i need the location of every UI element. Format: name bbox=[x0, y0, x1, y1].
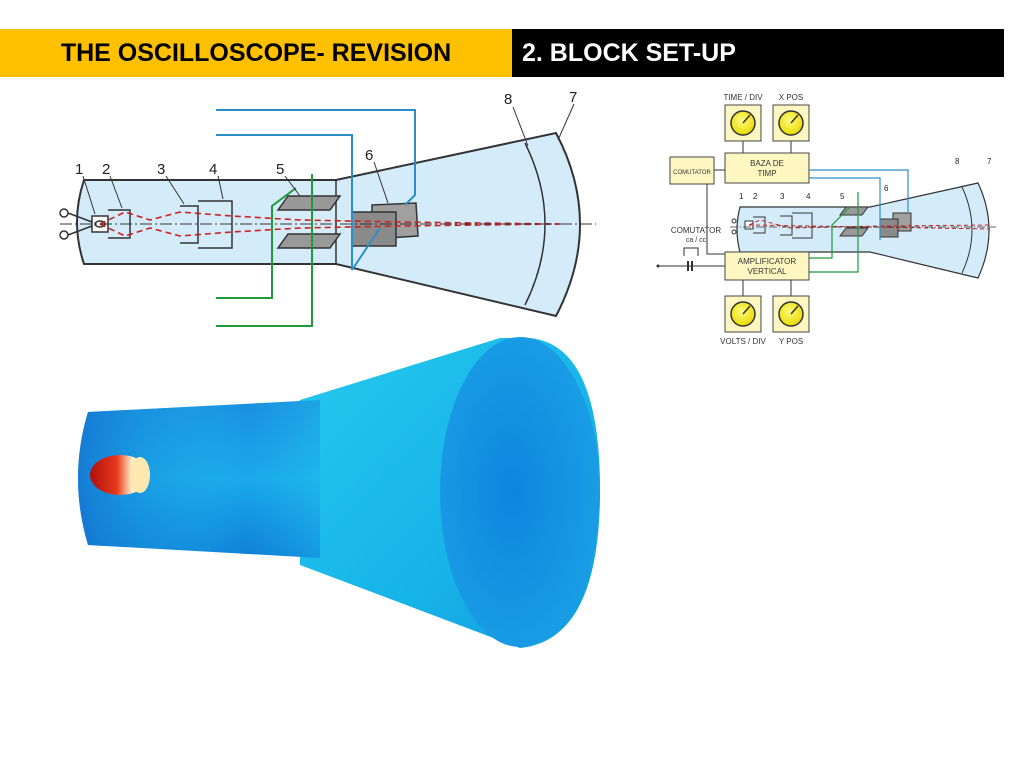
electron-beam-upper bbox=[99, 211, 561, 225]
time-div-label: TIME / DIV bbox=[723, 93, 763, 102]
mini-label-3: 3 bbox=[780, 192, 785, 201]
comutator-to-amplifier bbox=[706, 184, 725, 255]
volts-div-knob-pointer bbox=[742, 305, 751, 315]
section-title-bar: 2. BLOCK SET-UP bbox=[512, 29, 1004, 77]
crt-3d-gun-face bbox=[130, 457, 150, 493]
mini-green-wire-1 bbox=[809, 206, 851, 259]
mini-label-4: 4 bbox=[806, 192, 811, 201]
leader-1 bbox=[82, 175, 96, 215]
mini-terminal-bottom bbox=[731, 229, 737, 235]
horizontal-plate-wire-3 bbox=[351, 227, 381, 271]
comutator-label-2: ca / cc bbox=[686, 237, 707, 244]
mini-blue-wire-2 bbox=[809, 177, 881, 240]
crt-3d-screen bbox=[440, 337, 600, 647]
mini-label-8: 8 bbox=[955, 157, 960, 166]
crt-label-3: 3 bbox=[157, 161, 165, 178]
mini-vplate-top bbox=[839, 206, 869, 216]
vertical-amplifier-box bbox=[724, 251, 810, 281]
mini-beam bbox=[748, 224, 991, 230]
amplifier-label-2: VERTICAL bbox=[748, 267, 788, 276]
x-pos-label: X POS bbox=[779, 93, 803, 102]
crt-label-2: 2 bbox=[102, 161, 110, 178]
comutator-box-label: COMUTATOR bbox=[673, 170, 711, 176]
time-base-box bbox=[724, 152, 810, 184]
x-pos-knob-pointer bbox=[790, 114, 799, 124]
mini-label-2: 2 bbox=[753, 192, 758, 201]
horizontal-plate-wire-2 bbox=[216, 109, 416, 206]
comutator-box bbox=[669, 156, 715, 185]
time-base-label-1: BAZA DE bbox=[750, 159, 784, 168]
leader-7 bbox=[557, 103, 575, 141]
electron-beam-lower bbox=[99, 223, 561, 237]
mini-terminal-top bbox=[731, 218, 737, 224]
mini-tube-screen-line bbox=[961, 186, 973, 274]
y-pos-label: Y POS bbox=[779, 337, 803, 346]
crt-label-8: 8 bbox=[504, 91, 512, 108]
horizontal-plate-wire-1 bbox=[216, 134, 353, 270]
mini-vplate-bottom bbox=[839, 227, 869, 237]
amplifier-label-1: AMPLIFICATOR bbox=[738, 257, 797, 266]
mini-label-5: 5 bbox=[840, 192, 845, 201]
time-div-knob-pointer bbox=[742, 114, 751, 124]
leader-4 bbox=[217, 175, 224, 200]
comutator-label-1: COMUTATOR bbox=[671, 226, 721, 235]
leader-3 bbox=[165, 175, 185, 205]
crt-label-5: 5 bbox=[276, 161, 284, 178]
terminal-wire-top bbox=[67, 212, 93, 223]
mini-label-6: 6 bbox=[884, 184, 889, 193]
vertical-plate-wire-2 bbox=[216, 174, 313, 327]
crt-label-1: 1 bbox=[75, 161, 83, 178]
volts-div-label: VOLTS / DIV bbox=[720, 337, 766, 346]
terminal-wire-bottom bbox=[67, 225, 93, 236]
leader-2 bbox=[109, 175, 123, 209]
leader-6 bbox=[373, 161, 389, 204]
section-title: 2. BLOCK SET-UP bbox=[522, 38, 736, 67]
leader-5 bbox=[284, 175, 301, 197]
mini-green-wire-2 bbox=[809, 192, 859, 273]
first-anode bbox=[180, 205, 199, 244]
input-terminal bbox=[656, 264, 660, 268]
crt-label-6: 6 bbox=[365, 147, 373, 164]
vertical-plate-wire-1 bbox=[216, 187, 297, 299]
mini-blue-wire-1 bbox=[809, 169, 909, 212]
crt-label-7: 7 bbox=[569, 89, 577, 106]
mini-label-1: 1 bbox=[739, 192, 744, 201]
crt-label-4: 4 bbox=[209, 161, 217, 178]
mini-beam-2 bbox=[748, 219, 991, 229]
leader-8 bbox=[512, 106, 529, 147]
slide-title: THE OSCILLOSCOPE- REVISION bbox=[60, 38, 452, 67]
crt-3d-neck-shade bbox=[78, 400, 320, 558]
y-pos-knob-pointer bbox=[790, 305, 799, 315]
comutator-switch[interactable] bbox=[683, 247, 699, 256]
slide-title-bar: THE OSCILLOSCOPE- REVISION bbox=[0, 29, 512, 77]
time-base-label-2: TIMP bbox=[757, 169, 776, 178]
mini-anode-2 bbox=[792, 212, 813, 239]
mini-label-7: 7 bbox=[987, 157, 992, 166]
